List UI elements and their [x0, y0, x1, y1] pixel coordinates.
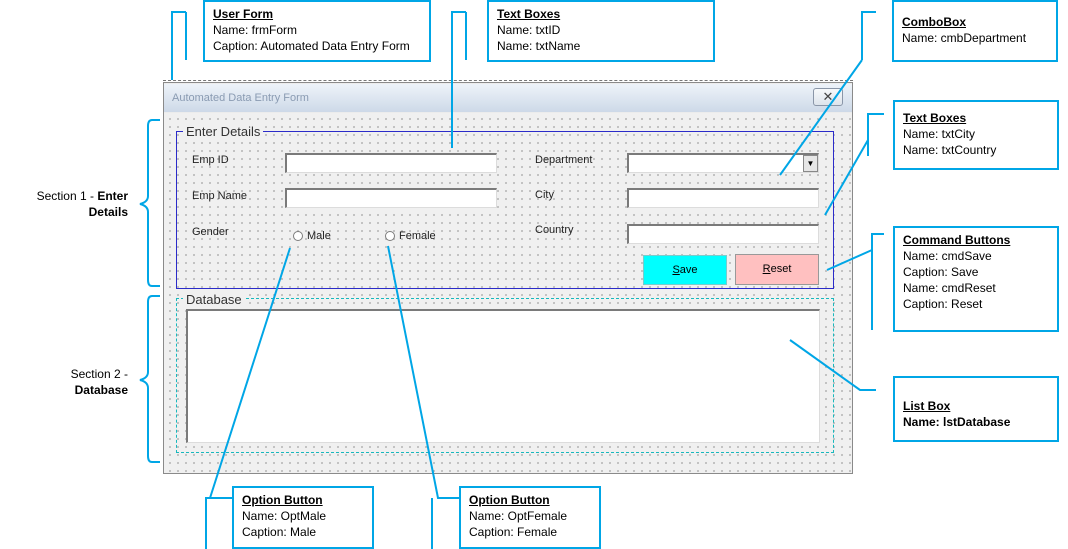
callout-line: Name: cmbDepartment	[902, 31, 1027, 45]
callout-line: Name: cmdSave	[903, 249, 992, 263]
callout-line: Name: lstDatabase	[903, 415, 1011, 429]
window-outline	[163, 80, 853, 85]
callout-title: Text Boxes	[497, 7, 561, 21]
callout-title: User Form	[213, 7, 274, 21]
close-button[interactable]: ✕	[813, 88, 843, 106]
callout-title: Option Button	[242, 493, 323, 507]
reset-label-rest: eset	[770, 263, 792, 275]
female-option-label[interactable]: Female	[399, 230, 436, 242]
user-form-callout: User Form Name: frmForm Caption: Automat…	[203, 0, 431, 62]
callout-title: ComboBox	[902, 15, 966, 29]
section-2-prefix: Section 2 -	[70, 367, 128, 381]
combobox-callout: ComboBox Name: cmbDepartment	[892, 0, 1058, 62]
callout-line: Name: txtName	[497, 39, 581, 53]
callout-line: Name: txtID	[497, 23, 561, 37]
reset-button[interactable]: Reset	[735, 254, 819, 285]
callout-line: Name: txtCity	[903, 127, 976, 141]
command-buttons-leader	[826, 233, 884, 330]
save-button[interactable]: Save	[643, 255, 727, 285]
section-1-prefix: Section 1 -	[36, 189, 98, 203]
reset-accel: R	[762, 263, 771, 275]
combobox-leader	[779, 11, 876, 176]
option-female-leader	[387, 245, 460, 549]
emp-id-label: Emp ID	[192, 154, 229, 166]
command-buttons-callout: Command Buttons Name: cmdSave Caption: S…	[893, 226, 1059, 332]
option-male-callout: Option Button Name: OptMale Caption: Mal…	[232, 486, 374, 549]
department-combobox[interactable]: ▼	[627, 153, 819, 173]
list-box-callout: List Box Name: lstDatabase	[893, 376, 1059, 442]
emp-id-textbox[interactable]	[285, 153, 497, 173]
enter-details-frame	[176, 131, 834, 289]
female-radio[interactable]	[385, 231, 395, 241]
section-1-brace	[139, 119, 160, 287]
save-label-rest: ave	[679, 264, 698, 276]
emp-name-label: Emp Name	[192, 190, 248, 202]
callout-line: Caption: Save	[903, 265, 979, 279]
database-caption: Database	[183, 292, 245, 307]
male-option-label[interactable]: Male	[307, 230, 331, 242]
list-box-leader	[789, 339, 876, 391]
database-listbox[interactable]	[186, 309, 820, 443]
text-boxes-1-callout: Text Boxes Name: txtID Name: txtName	[487, 0, 715, 62]
callout-line: Caption: Reset	[903, 297, 983, 311]
callout-line: Caption: Automated Data Entry Form	[213, 39, 410, 53]
callout-title: Option Button	[469, 493, 550, 507]
window-titlebar	[164, 84, 852, 112]
section-1-bold-2: Details	[88, 205, 128, 219]
option-female-callout: Option Button Name: OptFemale Caption: F…	[459, 486, 601, 549]
save-accel: S	[672, 264, 680, 276]
section-1-bold-1: Enter	[97, 189, 128, 203]
chevron-down-icon[interactable]: ▼	[803, 155, 818, 172]
callout-line: Name: OptFemale	[469, 509, 568, 523]
country-label: Country	[535, 224, 574, 236]
callout-line: Caption: Male	[242, 525, 317, 539]
callout-title: List Box	[903, 399, 951, 413]
emp-name-textbox[interactable]	[285, 188, 497, 208]
gender-label: Gender	[192, 226, 229, 238]
city-label: City	[535, 189, 554, 201]
option-male-leader	[205, 247, 291, 549]
section-1-label: Section 1 - Enter Details	[10, 188, 128, 220]
section-2-label: Section 2 - Database	[10, 366, 128, 398]
callout-title: Text Boxes	[903, 111, 967, 125]
text-boxes-2-leader	[824, 113, 884, 216]
country-textbox[interactable]	[627, 224, 819, 244]
user-form-bracket	[171, 11, 187, 80]
callout-line: Name: cmdReset	[903, 281, 996, 295]
enter-details-caption: Enter Details	[183, 124, 264, 139]
callout-title: Command Buttons	[903, 233, 1011, 247]
text-boxes-2-callout: Text Boxes Name: txtCity Name: txtCountr…	[893, 100, 1059, 170]
callout-line: Name: txtCountry	[903, 143, 997, 157]
text-boxes-1-bracket	[451, 11, 467, 148]
department-label: Department	[535, 154, 593, 166]
callout-line: Name: OptMale	[242, 509, 327, 523]
database-frame	[176, 298, 834, 453]
window-title: Automated Data Entry Form	[172, 92, 309, 104]
male-radio[interactable]	[293, 231, 303, 241]
section-2-bold: Database	[74, 383, 128, 397]
city-textbox[interactable]	[627, 188, 819, 208]
section-2-brace	[139, 295, 160, 463]
callout-line: Name: frmForm	[213, 23, 297, 37]
callout-line: Caption: Female	[469, 525, 558, 539]
